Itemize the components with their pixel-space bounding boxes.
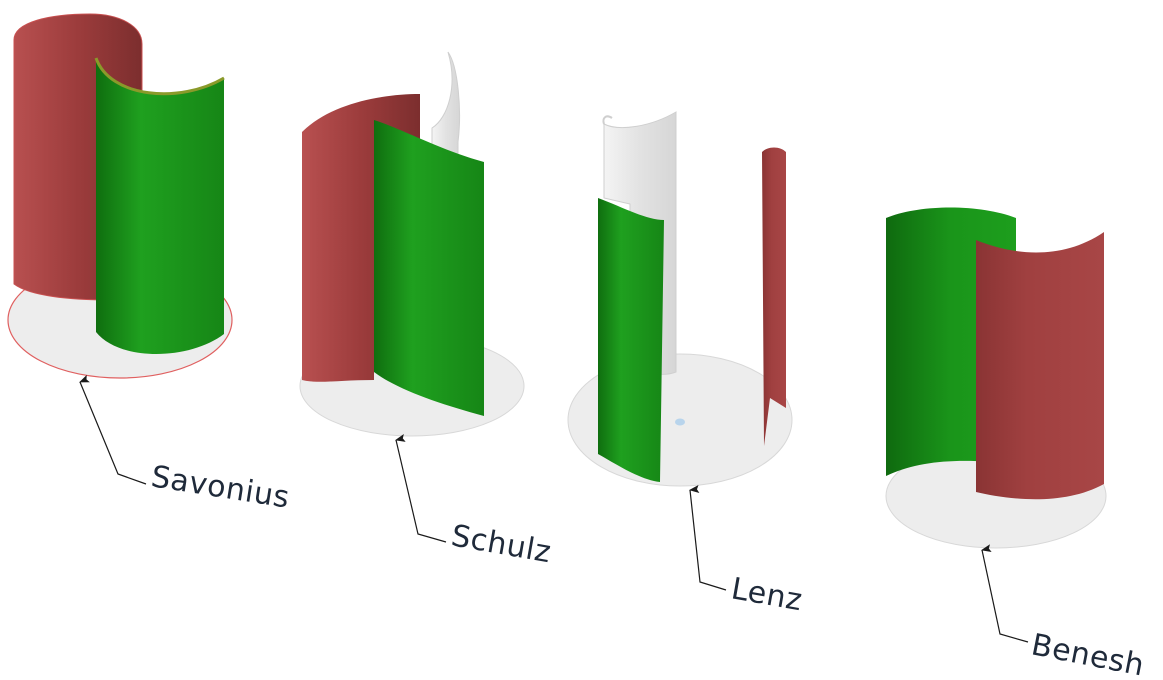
savonius-callout: Savonius xyxy=(79,374,292,516)
savonius-rotor xyxy=(7,13,233,379)
schulz-green-blade xyxy=(374,120,484,416)
schulz-white-blade xyxy=(431,51,460,163)
lenz-callout: Lenz xyxy=(689,485,805,618)
lenz-green-blade xyxy=(598,198,664,482)
lenz-leader-line xyxy=(689,485,727,591)
benesh-rotor xyxy=(885,207,1107,549)
lenz-shaft-hole xyxy=(675,418,685,426)
lenz-rotor xyxy=(567,111,793,487)
schulz-rotor xyxy=(299,51,525,437)
schulz-callout: Schulz xyxy=(395,434,554,570)
savonius-leader-line xyxy=(79,374,147,485)
savonius-green-blade xyxy=(96,58,224,354)
benesh-red-blade xyxy=(976,232,1104,500)
benesh-leader-line xyxy=(981,544,1029,643)
savonius-label: Savonius xyxy=(149,459,292,515)
lenz-label: Lenz xyxy=(729,571,805,618)
schulz-label: Schulz xyxy=(449,518,554,570)
benesh-callout: Benesh xyxy=(981,544,1147,680)
schulz-leader-line xyxy=(395,434,447,543)
lenz-red-blade xyxy=(762,147,786,446)
benesh-label: Benesh xyxy=(1028,627,1147,680)
